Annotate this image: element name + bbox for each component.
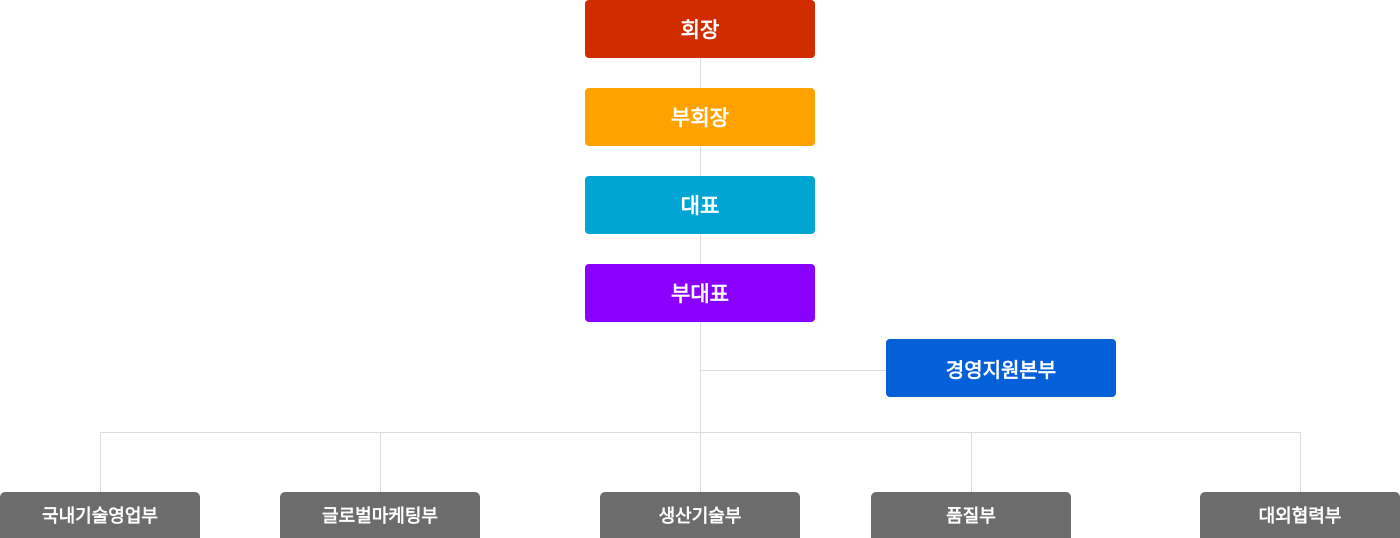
department-drop-line-2 — [380, 432, 381, 492]
department-bus-line — [100, 432, 1301, 433]
department-drop-line-5 — [1300, 432, 1301, 492]
management-branch-line — [700, 370, 886, 371]
department-drop-line-1 — [100, 432, 101, 492]
management-support-box: 경영지원본부 — [886, 339, 1116, 397]
department-quality-box: 품질부 — [871, 492, 1071, 538]
department-external-relations-box: 대외협력부 — [1200, 492, 1400, 538]
vice-ceo-box: 부대표 — [585, 264, 815, 322]
department-drop-line-4 — [971, 432, 972, 492]
ceo-box: 대표 — [585, 176, 815, 234]
vice-chairman-box: 부회장 — [585, 88, 815, 146]
department-global-marketing-box: 글로벌마케팅부 — [280, 492, 480, 538]
department-domestic-sales-box: 국내기술영업부 — [0, 492, 200, 538]
department-production-box: 생산기술부 — [600, 492, 800, 538]
chairman-box: 회장 — [585, 0, 815, 58]
